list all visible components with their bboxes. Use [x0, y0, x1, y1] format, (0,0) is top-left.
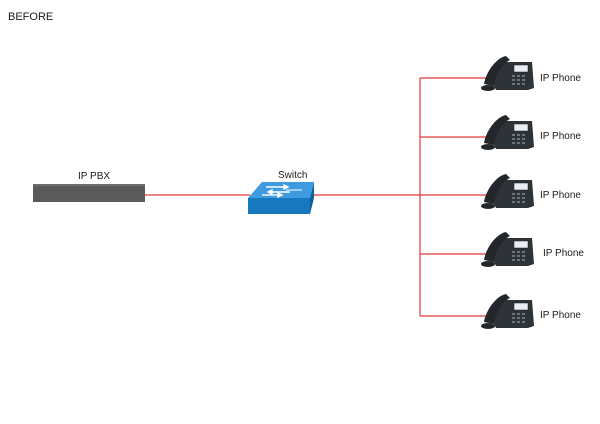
- phone-device-2: [480, 114, 535, 151]
- switch-arrows-icon: [262, 183, 302, 199]
- page-title: BEFORE: [8, 11, 54, 23]
- ip-pbx-label: IP PBX: [78, 171, 111, 182]
- phone-device-4: [480, 231, 535, 268]
- phone-label-1: IP Phone: [540, 73, 581, 84]
- phone-label-2: IP Phone: [540, 131, 581, 142]
- phone-device-3: [480, 173, 535, 210]
- ip-pbx-device: [33, 184, 145, 202]
- switch-device: [248, 182, 314, 214]
- switch-label: Switch: [278, 170, 308, 181]
- links: [145, 77, 492, 317]
- phone-device-5: [480, 293, 535, 330]
- phone-label-3: IP Phone: [540, 190, 581, 201]
- phone-label-5: IP Phone: [540, 310, 581, 321]
- phone-label-4: IP Phone: [543, 248, 584, 259]
- phone-device-1: [480, 55, 535, 92]
